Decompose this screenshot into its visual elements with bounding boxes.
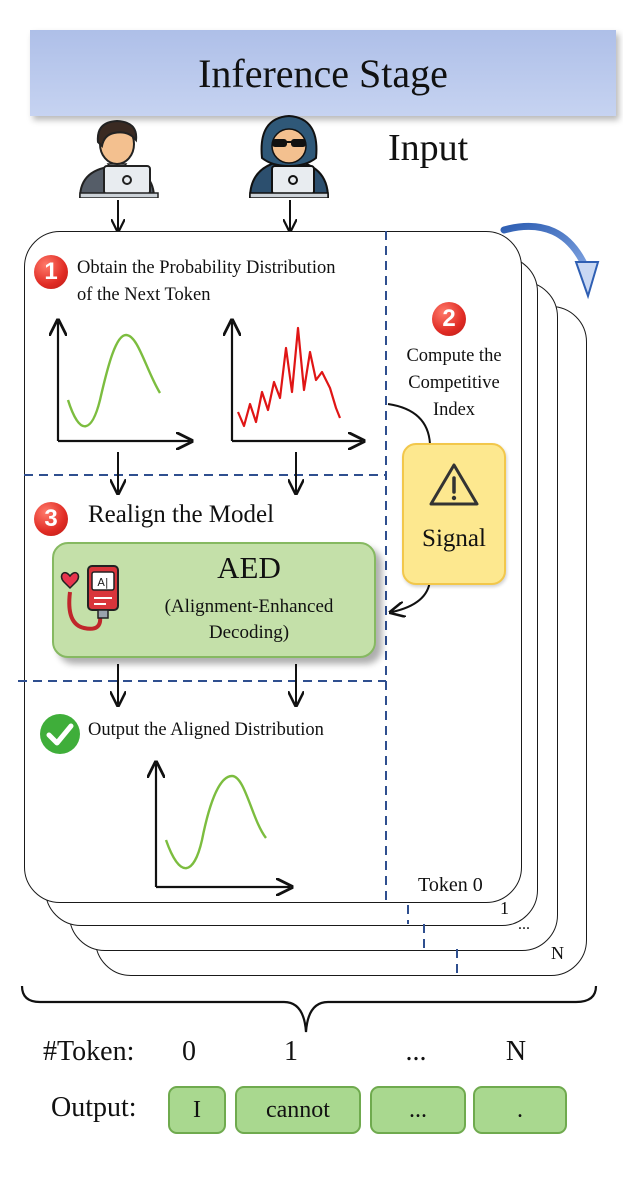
user-laptop-icon (78, 119, 159, 198)
card-label-1: 1 (500, 898, 509, 918)
step-1-text: Obtain the Probability Distribution of t… (77, 255, 335, 309)
warning-icon (429, 463, 479, 506)
step-1-line-1: Obtain the Probability Distribution (77, 258, 336, 278)
step-2-text: Compute the Competitive Index (386, 343, 522, 423)
chart-2-red-curve (236, 326, 342, 428)
signal-label: Signal (422, 525, 486, 552)
step-2-line-1: Compute the (406, 346, 502, 366)
curved-arrow-icon (500, 222, 600, 300)
chart-aligned-output (156, 764, 290, 887)
input-label: Input (388, 127, 469, 169)
output-token-n: . (473, 1086, 567, 1134)
output-token-dots: ... (370, 1086, 466, 1134)
input-arrows (0, 200, 623, 240)
ai-infusion-icon: A| (60, 565, 119, 631)
signal-box: Signal (402, 443, 506, 585)
aed-subtitle-line-1: (Alignment-Enhanced (164, 596, 334, 617)
chart-benign-input (58, 322, 190, 441)
stage-banner: Inference Stage (30, 30, 616, 116)
token-index-dots: ... (405, 1036, 427, 1067)
card-label-n: N (551, 943, 564, 963)
token-index-1: 1 (284, 1036, 298, 1067)
token-row-label: #Token: (43, 1036, 135, 1067)
output-row-label: Output: (51, 1092, 137, 1123)
chart-malicious-input (232, 322, 362, 441)
aed-box: A| AED (Alignment-Enhanced Decoding) (52, 542, 376, 658)
ai-chip-text: A| (97, 576, 108, 589)
dashed-dividers (18, 231, 458, 974)
token-index-0: 0 (182, 1036, 196, 1067)
token-index-n: N (505, 1036, 527, 1067)
chart-3-green-curve (164, 774, 267, 870)
step-2-line-2: Competitive (408, 372, 500, 393)
step-1-line-2: of the Next Token (77, 284, 211, 305)
distribution-charts (0, 0, 431, 900)
aed-subtitle: (Alignment-Enhanced Decoding) (124, 594, 374, 645)
aed-title: AED (217, 550, 281, 585)
chart-1-green-curve (66, 333, 162, 428)
step-3-label: Realign the Model (88, 501, 275, 528)
check-icon (40, 714, 80, 754)
output-step-label: Output the Aligned Distribution (88, 720, 324, 740)
output-token-1: cannot (235, 1086, 361, 1134)
brace (20, 985, 598, 1033)
output-token-0: I (168, 1086, 226, 1134)
step-1-badge: 1 (34, 255, 68, 289)
card-label-token-0: Token 0 (418, 874, 483, 896)
card-label-dots: ... (518, 916, 530, 933)
step-2-badge: 2 (432, 302, 466, 336)
hacker-laptop-icon (248, 114, 330, 198)
stage-title: Inference Stage (198, 50, 448, 96)
step-2-line-3: Index (432, 399, 476, 420)
step-3-badge: 3 (34, 502, 68, 536)
aed-subtitle-line-2: Decoding) (208, 621, 290, 643)
